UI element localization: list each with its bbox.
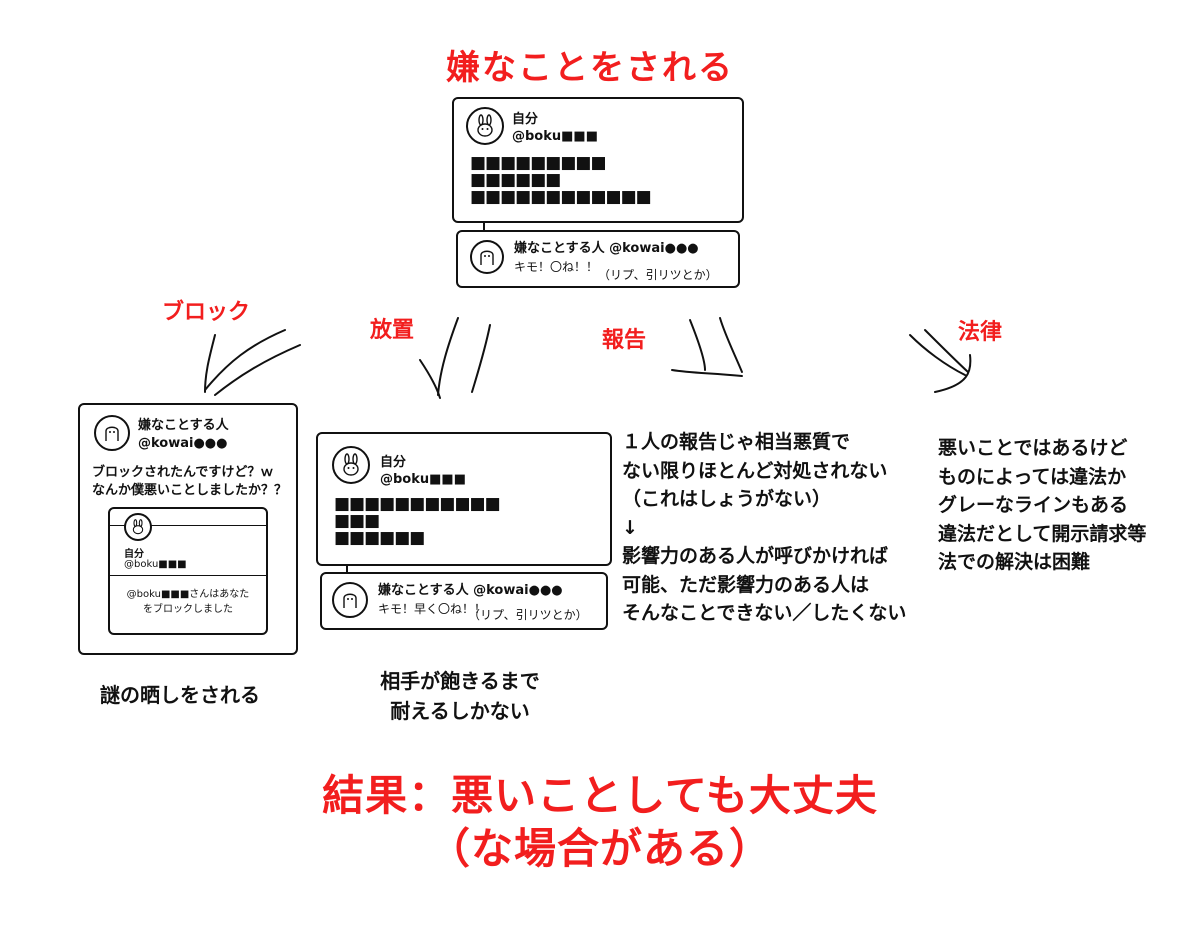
top-post-card: 自分 @boku■■■ ■■■■■■■■■ ■■■■■■ ■■■■■■■■■■■… <box>452 97 744 223</box>
reply-note: （リプ、引リツとか） <box>598 266 718 283</box>
branch-label-report: 報告 <box>602 322 646 354</box>
author-handle: @kowai●●● <box>138 435 228 452</box>
ignore-reply-card: 嫌なことする人 @kowai●●● キモ！早く〇ね！！ （リプ、引リツとか） <box>320 572 608 630</box>
blocked-message-1: @boku■■■さんはあなた <box>110 585 266 600</box>
author-handle: @boku■■■ <box>512 128 598 145</box>
branch-label-block: ブロック <box>162 294 250 326</box>
author-name: 嫌なことする人 <box>138 417 229 434</box>
reply-user: 嫌なことする人 @kowai●●● <box>514 240 699 257</box>
top-reply-card: 嫌なことする人 @kowai●●● キモ！〇ね！！ （リプ、引リツとか） <box>456 230 740 288</box>
ghost-avatar-icon <box>332 582 368 618</box>
author-name: 自分 <box>380 454 406 471</box>
ghost-avatar-icon <box>470 240 504 274</box>
ignore-post-card: 自分 @boku■■■ ■■■■■■■■■■■ ■■■ ■■■■■■ <box>316 432 612 566</box>
post-text-2: なんか僕悪いことしましたか？？ <box>92 479 287 498</box>
ghost-avatar-icon <box>94 415 130 451</box>
author-handle: @boku■■■ <box>380 471 466 488</box>
report-explanation: １人の報告じゃ相当悪質で ない限りほとんど対処されない （これはしょうがない） … <box>622 428 906 628</box>
law-explanation: 悪いことではあるけど ものによっては違法か グレーなラインもある 違法だとして開… <box>938 434 1146 577</box>
branch-label-law: 法律 <box>958 314 1002 346</box>
post-line-3: ■■■■■■■■■■■■ <box>470 189 651 206</box>
author-name: 自分 <box>512 111 538 128</box>
blocked-message-2: をブロックしました <box>110 600 266 615</box>
rabbit-avatar-icon <box>124 513 152 541</box>
embed-name: 自分 <box>124 545 144 560</box>
block-result-card: 嫌なことする人 @kowai●●● ブロックされたんですけど？ｗ なんか僕悪いこ… <box>78 403 298 655</box>
branch-label-ignore: 放置 <box>370 312 414 344</box>
caption-ignore: 相手が飽きるまで 耐えるしかない <box>350 666 570 726</box>
result-line-2: （な場合がある） <box>0 815 1200 876</box>
caption-block: 謎の晒しをされる <box>70 680 290 710</box>
rabbit-avatar-icon <box>466 107 504 145</box>
reply-user: 嫌なことする人 @kowai●●● <box>378 582 563 599</box>
reply-note: （リプ、引リツとか） <box>468 606 588 623</box>
post-line-3: ■■■■■■ <box>334 530 424 547</box>
embed-handle: @boku■■■ <box>124 559 187 570</box>
rabbit-avatar-icon <box>332 446 370 484</box>
blocked-notice-embed: 自分 @boku■■■ @boku■■■さんはあなた をブロックしました <box>108 507 268 635</box>
reply-text: キモ！〇ね！！ <box>514 258 598 275</box>
result-line-1: 結果：悪いことしても大丈夫 <box>0 762 1200 823</box>
post-text-1: ブロックされたんですけど？ｗ <box>92 461 273 480</box>
